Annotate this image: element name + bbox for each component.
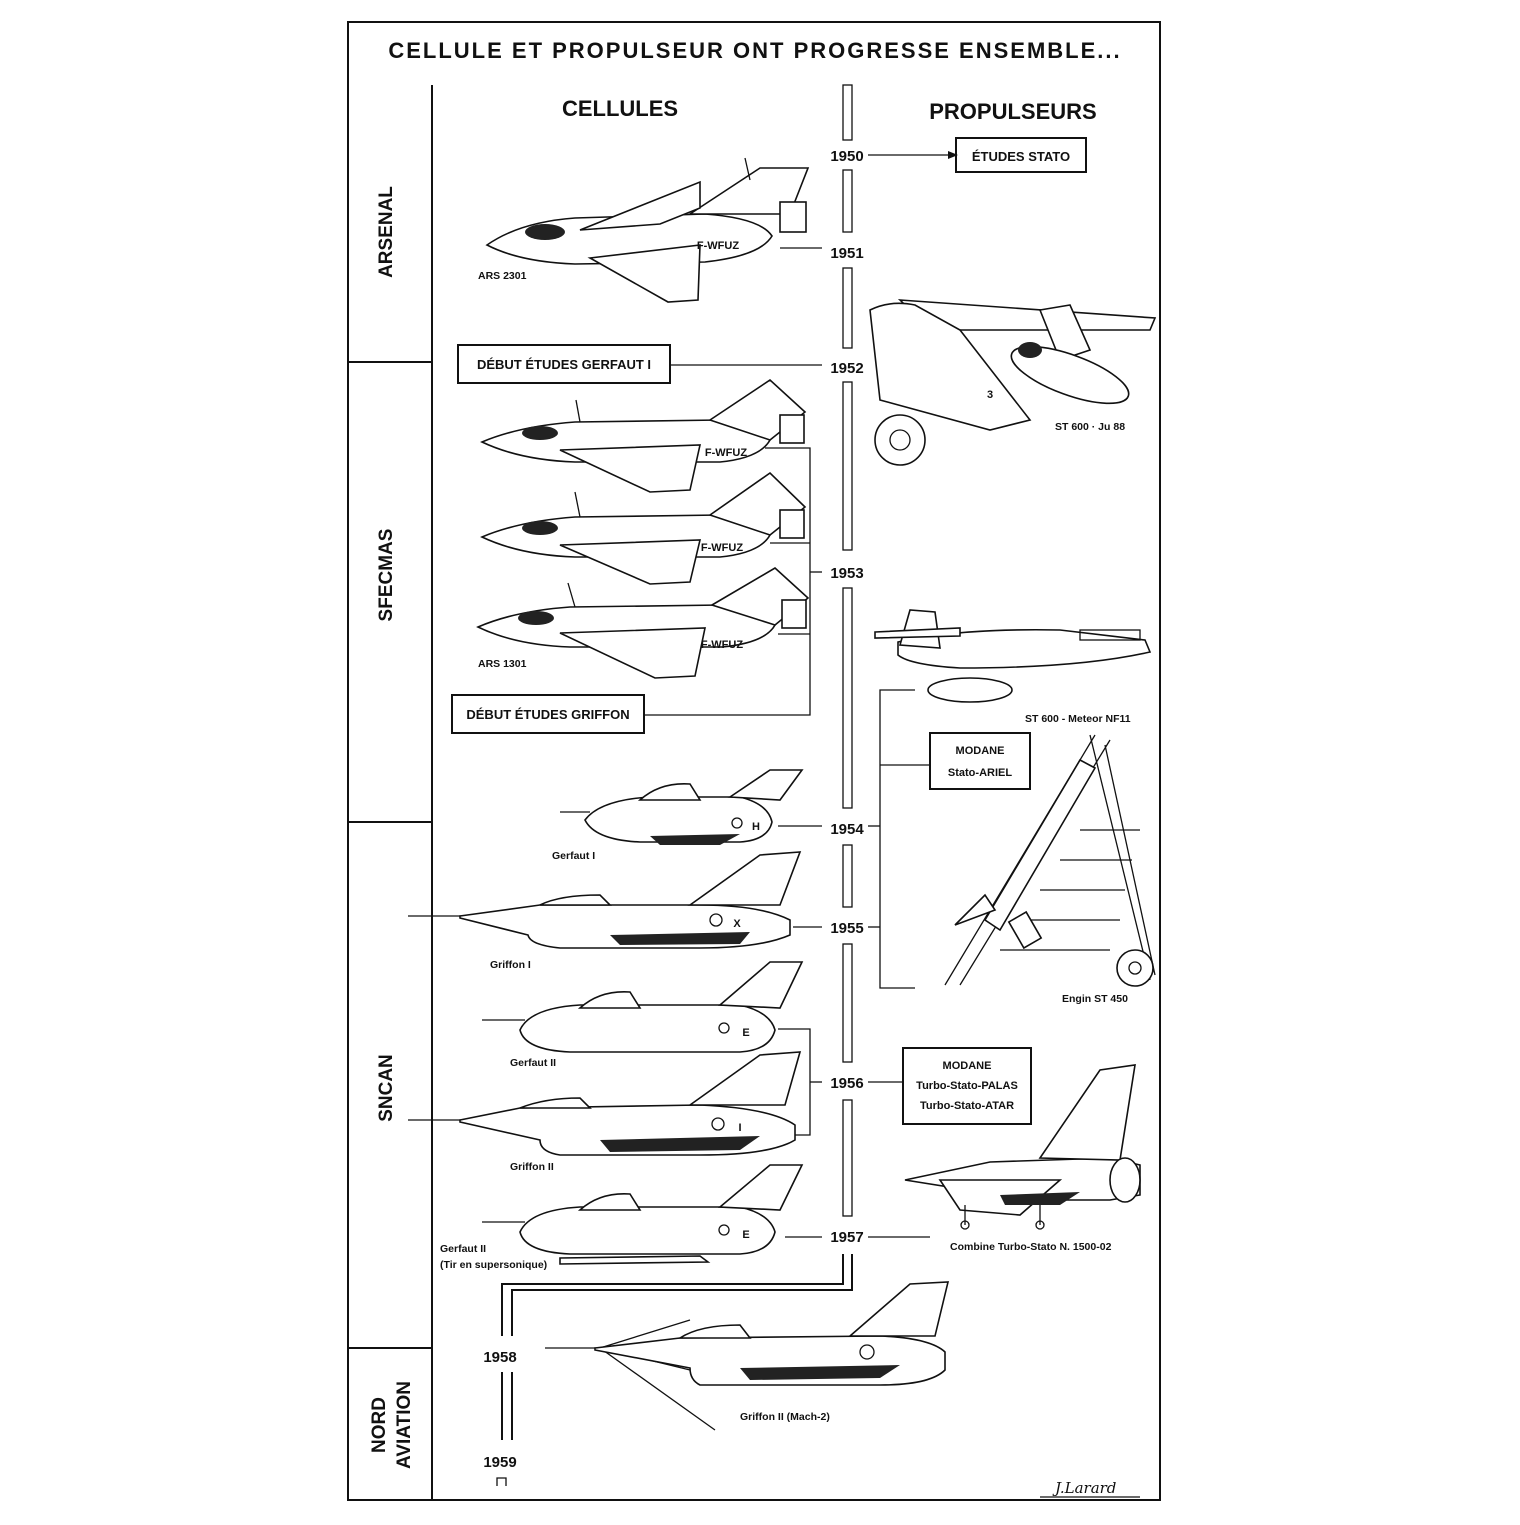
engine-n1500-illustration (904, 1064, 1141, 1230)
org-label-sncan: SNCAN (376, 1054, 397, 1122)
caption-griffon2-mach2: Griffon II (Mach-2) (740, 1411, 830, 1423)
year-1952: 1952 (830, 360, 863, 377)
aircraft-gerfaut1-illustration: H (560, 769, 804, 845)
year-1957: 1957 (830, 1229, 863, 1246)
aircraft-griffon1-letter: X (733, 918, 741, 930)
registration-ars1301-bottom: F-WFUZ (701, 639, 743, 651)
caption-st600-meteor: ST 600 - Meteor NF11 (1025, 713, 1131, 725)
engine-st600-ju88-illustration: 3 (869, 299, 1157, 466)
registration-ars1301-top: F-WFUZ (705, 447, 747, 459)
caption-st600-ju88: ST 600 · Ju 88 (1055, 421, 1125, 433)
year-1951: 1951 (830, 245, 863, 262)
year-1956: 1956 (830, 1075, 863, 1092)
caption-gerfaut2-super: Gerfaut II (440, 1243, 486, 1255)
caption-griffon2: Griffon II (510, 1161, 554, 1173)
timeline-rail (496, 84, 853, 1486)
box-griffon-label: DÉBUT ÉTUDES GRIFFON (466, 707, 629, 722)
caption-ars2301: ARS 2301 (478, 270, 527, 282)
box-griffon: DÉBUT ÉTUDES GRIFFON (451, 694, 645, 734)
engine-st450-illustration (944, 734, 1156, 987)
caption-griffon1: Griffon I (490, 959, 531, 971)
artist-signature: J.Larard (1052, 1479, 1116, 1497)
aircraft-griffon2-mach2-illustration (545, 1281, 950, 1431)
connectors (645, 151, 958, 1238)
caption-st450: Engin ST 450 (1062, 993, 1128, 1005)
year-1954: 1954 (830, 821, 864, 838)
box-modane-palas: MODANE Turbo-Stato-PALAS Turbo-Stato-ATA… (902, 1047, 1032, 1125)
box-modane-palas-line2: Turbo-Stato-PALAS (916, 1080, 1018, 1092)
aircraft-ars1301-top-illustration: F-WFUZ (480, 378, 807, 493)
box-modane-ariel-line2: Stato-ARIEL (948, 767, 1012, 779)
caption-n1500: Combine Turbo-Stato N. 1500-02 (950, 1241, 1112, 1253)
org-label-aviation: AVIATION (394, 1381, 415, 1469)
aircraft-griffon2-illustration: I (408, 1051, 802, 1156)
aircraft-gerfaut2-supersonic-illustration: E (482, 1164, 804, 1265)
org-label-sfecmas: SFECMAS (376, 529, 397, 622)
aircraft-gerfaut2-illustration: E (482, 961, 804, 1053)
box-modane-palas-line3: Turbo-Stato-ATAR (920, 1100, 1014, 1112)
aircraft-griffon2-letter: I (738, 1122, 741, 1134)
box-modane-palas-line1: MODANE (943, 1060, 992, 1072)
column-heading-cellules: CELLULES (562, 96, 678, 121)
year-1958: 1958 (483, 1349, 516, 1366)
caption-ars1301: ARS 1301 (478, 658, 527, 670)
aircraft-ars2301-illustration: F-WFUZ (485, 157, 810, 303)
page-title: CELLULE ET PROPULSEUR ONT PROGRESSE ENSE… (388, 38, 1121, 63)
year-1953: 1953 (830, 565, 863, 582)
registration-ars2301: F-WFUZ (697, 240, 739, 252)
box-etudes-stato-label: ÉTUDES STATO (972, 149, 1070, 164)
year-1959: 1959 (483, 1454, 516, 1471)
org-label-arsenal: ARSENAL (376, 186, 397, 278)
aircraft-griffon1-illustration: X (408, 851, 802, 949)
caption-gerfaut1: Gerfaut I (552, 850, 595, 862)
registration-ars1301-middle: F-WFUZ (701, 542, 743, 554)
box-gerfaut: DÉBUT ÉTUDES GERFAUT I (457, 344, 671, 384)
box-modane-ariel: MODANE Stato-ARIEL (929, 732, 1031, 790)
aircraft-gerfaut2-supersonic-letter: E (742, 1229, 749, 1241)
box-etudes-stato: ÉTUDES STATO (955, 137, 1087, 173)
caption-gerfaut2: Gerfaut II (510, 1057, 556, 1069)
year-1950: 1950 (830, 148, 863, 165)
year-1955: 1955 (830, 920, 863, 937)
aircraft-gerfaut1-letter: H (752, 821, 760, 833)
org-label-nord: NORD (369, 1397, 390, 1453)
aircraft-ars1301-bottom-illustration: F-WFUZ (476, 567, 810, 679)
aircraft-gerfaut2-letter: E (742, 1027, 749, 1039)
box-modane-ariel-line1: MODANE (956, 745, 1005, 757)
aircraft-ars1301-middle-illustration: F-WFUZ (480, 471, 807, 585)
caption-gerfaut2-super-note: (Tir en supersonique) (440, 1259, 547, 1271)
column-heading-propulseurs: PROPULSEURS (929, 99, 1096, 124)
box-gerfaut-label: DÉBUT ÉTUDES GERFAUT I (477, 357, 651, 372)
ju88-fuselage-number: 3 (987, 389, 993, 401)
engine-st600-meteor-illustration (874, 609, 1152, 703)
